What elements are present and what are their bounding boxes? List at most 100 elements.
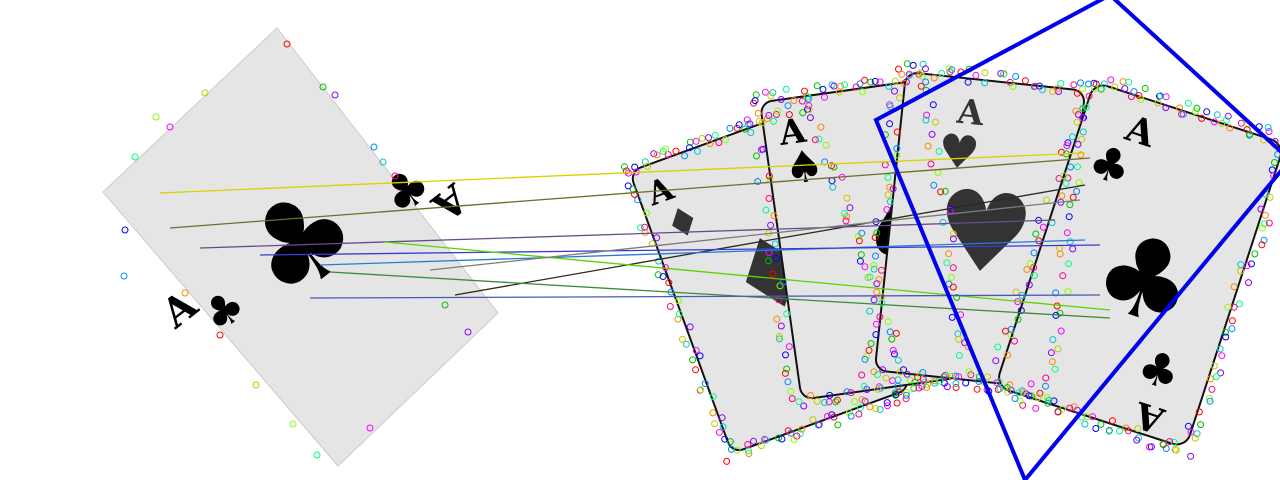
keypoint-marker xyxy=(1019,389,1027,396)
keypoint-marker xyxy=(1154,99,1162,107)
keypoint-marker xyxy=(955,373,963,381)
keypoint-marker xyxy=(757,442,765,450)
keypoint-marker xyxy=(721,435,729,443)
keypoint-marker xyxy=(900,366,907,374)
keypoint-marker xyxy=(1078,135,1086,143)
keypoint-marker xyxy=(952,380,960,387)
match-line xyxy=(454,184,1086,296)
keypoint-marker xyxy=(876,313,884,321)
keypoint-marker xyxy=(782,351,789,359)
keypoint-marker xyxy=(1216,345,1224,353)
keypoint-marker xyxy=(893,145,901,152)
keypoint-marker xyxy=(1187,428,1195,436)
keypoint-marker xyxy=(1134,425,1142,433)
keypoint-marker xyxy=(1092,425,1100,432)
keypoint-marker xyxy=(1243,262,1251,270)
match-line xyxy=(259,244,1101,256)
keypoint-marker xyxy=(678,335,686,343)
keypoint-marker xyxy=(750,437,757,445)
keypoint-marker xyxy=(858,396,866,404)
keypoint-marker xyxy=(726,124,734,132)
keypoint-marker xyxy=(873,229,881,237)
keypoint-marker xyxy=(1027,380,1035,388)
keypoint-marker xyxy=(1184,99,1192,107)
keypoint-marker xyxy=(1195,408,1203,416)
keypoint-marker xyxy=(1125,78,1133,86)
keypoint-marker xyxy=(1031,82,1039,90)
match-line xyxy=(384,241,1111,311)
keypoint-marker xyxy=(1226,124,1234,132)
keypoint-marker xyxy=(1058,148,1065,156)
keypoint-marker xyxy=(867,78,875,86)
keypoint-marker xyxy=(719,423,727,431)
keypoint-marker xyxy=(694,147,701,155)
keypoint-marker xyxy=(1230,283,1238,291)
keypoint-marker xyxy=(984,373,991,381)
keypoint-marker xyxy=(765,195,773,202)
keypoint-marker xyxy=(830,413,838,421)
keypoint-marker xyxy=(866,307,874,315)
keypoint-marker xyxy=(1051,365,1059,373)
keypoint-marker xyxy=(1085,92,1093,100)
keypoint-marker xyxy=(675,310,683,318)
keypoint-marker xyxy=(201,89,209,97)
keypoint-marker xyxy=(777,322,785,330)
keypoint-marker xyxy=(870,261,878,269)
keypoint-marker xyxy=(1274,151,1280,158)
keypoint-marker xyxy=(845,409,853,417)
keypoint-marker xyxy=(1053,302,1061,310)
keypoint-marker xyxy=(1146,443,1153,451)
keypoint-marker xyxy=(765,172,773,180)
keypoint-marker xyxy=(1245,131,1253,139)
keypoint-marker xyxy=(1210,362,1218,370)
keypoint-marker xyxy=(770,212,778,220)
keypoint-marker xyxy=(733,124,741,132)
keypoint-marker xyxy=(804,95,812,103)
keypoint-marker xyxy=(767,221,775,229)
keypoint-marker xyxy=(1045,396,1053,404)
keypoint-marker xyxy=(1137,95,1145,103)
keypoint-marker xyxy=(762,436,770,444)
keypoint-marker xyxy=(1052,289,1060,297)
keypoint-marker xyxy=(825,398,833,406)
keypoint-marker xyxy=(1130,88,1138,96)
keypoint-marker xyxy=(873,280,881,288)
keypoint-marker xyxy=(709,393,717,401)
keypoint-marker xyxy=(882,374,890,382)
keypoint-marker xyxy=(1162,104,1170,112)
keypoint-marker xyxy=(992,357,1000,365)
keypoint-marker xyxy=(867,340,875,347)
keypoint-marker xyxy=(941,371,949,379)
keypoint-marker xyxy=(914,373,922,381)
keypoint-marker xyxy=(837,82,845,90)
keypoint-marker xyxy=(800,402,808,410)
keypoint-marker xyxy=(872,405,880,413)
keypoint-marker xyxy=(834,421,842,429)
keypoint-marker xyxy=(366,424,374,432)
keypoint-marker xyxy=(1124,427,1132,435)
keypoint-marker xyxy=(930,181,938,189)
keypoint-marker xyxy=(940,373,948,381)
keypoint-marker xyxy=(1198,114,1206,122)
keypoint-marker xyxy=(1237,119,1245,127)
keypoint-marker xyxy=(1218,352,1226,360)
keypoint-marker xyxy=(861,76,868,84)
keypoint-marker xyxy=(1179,110,1187,118)
keypoint-marker xyxy=(886,120,894,128)
keypoint-marker xyxy=(1053,85,1061,93)
keypoint-marker xyxy=(946,206,954,214)
keypoint-marker xyxy=(872,252,879,260)
keypoint-marker xyxy=(822,141,830,149)
keypoint-marker xyxy=(1050,397,1058,405)
keypoint-marker xyxy=(1265,219,1273,227)
keypoint-marker xyxy=(1116,427,1123,435)
keypoint-marker xyxy=(905,70,913,78)
keypoint-marker xyxy=(955,335,963,343)
keypoint-marker xyxy=(931,118,939,126)
keypoint-marker xyxy=(784,102,792,110)
keypoint-marker xyxy=(790,436,798,444)
match-line xyxy=(319,239,1086,266)
keypoint-marker xyxy=(735,121,743,129)
keypoint-marker xyxy=(1224,112,1232,120)
keypoint-marker xyxy=(811,136,819,144)
